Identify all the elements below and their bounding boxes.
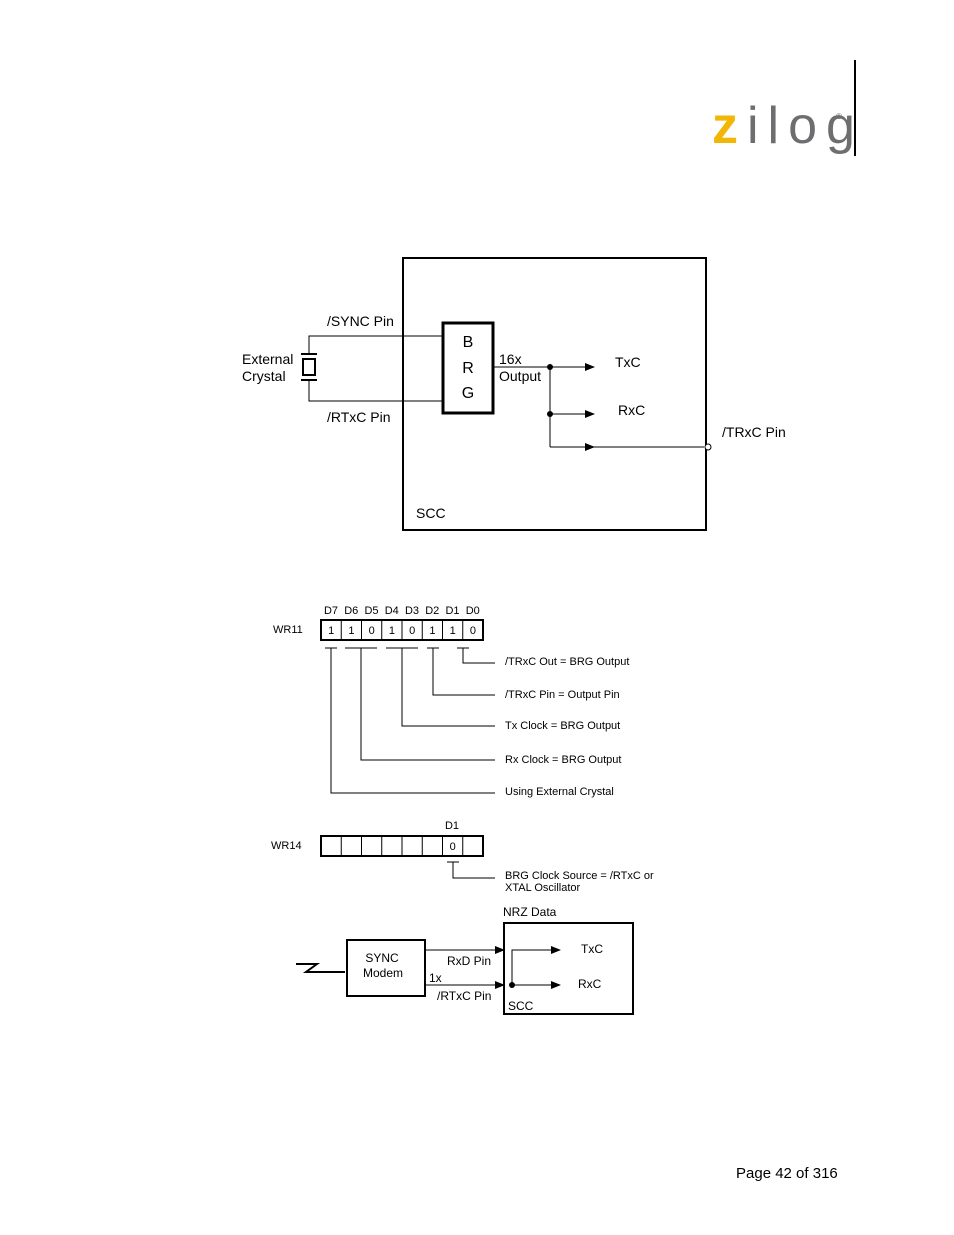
rtxc-pin-label-2: /RTxC Pin bbox=[437, 989, 491, 1003]
sync-pin-label: /SYNC Pin bbox=[327, 313, 394, 329]
scc-box-2 bbox=[503, 922, 634, 1015]
sync-label: SYNC bbox=[365, 951, 399, 965]
wr14-d1-header: D1 bbox=[445, 820, 459, 832]
wr11-bit-header: D7 bbox=[324, 605, 338, 617]
note-trxc-out: /TRxC Out = BRG Output bbox=[505, 656, 629, 668]
wr11-bit-header: D0 bbox=[466, 605, 480, 617]
brg-block bbox=[441, 321, 495, 415]
wr11-leaders bbox=[325, 647, 495, 794]
page-number: Page 42 of 316 bbox=[736, 1165, 838, 1182]
sync-wire bbox=[308, 335, 443, 353]
note-tx-clock: Tx Clock = BRG Output bbox=[505, 720, 620, 732]
output-label: Output bbox=[499, 368, 541, 384]
note-external-crystal: Using External Crystal bbox=[505, 786, 614, 798]
note-rx-clock: Rx Clock = BRG Output bbox=[505, 754, 621, 766]
zilog-logo: zilog bbox=[712, 100, 864, 152]
logo-text: ilog bbox=[747, 97, 864, 155]
rxc-label-2: RxC bbox=[578, 977, 602, 991]
wr11-register: WR11 1 1 0 1 0 1 1 0 D7 D6 D5 D4 D3 D2 D1 D0 /TRxC Out… bbox=[273, 605, 629, 798]
wr11-bit-value: 0 bbox=[369, 625, 375, 637]
logo-z: z bbox=[712, 97, 747, 155]
wr11-bit-value: 1 bbox=[389, 625, 395, 637]
wr11-bit-header: D2 bbox=[425, 605, 439, 617]
brg-b-label: B bbox=[463, 334, 474, 351]
16x-label: 16x bbox=[499, 351, 522, 367]
wr11-headers: D7 D6 D5 D4 D3 D2 D1 D0 bbox=[324, 605, 480, 617]
wr14-note-line1: BRG Clock Source = /RTxC or bbox=[505, 870, 654, 882]
sync-modem-box bbox=[346, 939, 426, 997]
crystal-symbol bbox=[301, 353, 317, 381]
modem-label: Modem bbox=[363, 966, 403, 980]
brg-r-label: R bbox=[462, 360, 474, 377]
scc-label-2: SCC bbox=[508, 999, 534, 1013]
rxd-pin-label: RxD Pin bbox=[447, 954, 491, 968]
trxc-arrow bbox=[585, 443, 595, 451]
trxc-pin-circle bbox=[704, 443, 712, 451]
wr14-note-line2: XTAL Oscillator bbox=[505, 882, 581, 894]
brg-clock-diagram: /SYNC Pin /RTxC Pin External Crystal B R… bbox=[242, 257, 786, 531]
rxc-label: RxC bbox=[618, 402, 645, 418]
external-label: External bbox=[242, 351, 293, 367]
nrz-data-label: NRZ Data bbox=[503, 905, 557, 919]
wr11-bit-header: D5 bbox=[364, 605, 378, 617]
wr14-register: WR14 0 D1 BRG Clock Source = /RTxC or XT… bbox=[271, 820, 654, 894]
rtxc-pin-label: /RTxC Pin bbox=[327, 409, 391, 425]
wr11-bit-value: 1 bbox=[348, 625, 354, 637]
rtxc-wire bbox=[308, 381, 443, 402]
brg-g-label: G bbox=[462, 385, 474, 402]
wr14-cells: 0 bbox=[340, 836, 464, 856]
wr11-bit-value: 1 bbox=[429, 625, 435, 637]
wr11-label: WR11 bbox=[273, 624, 303, 636]
wr11-bit-value: 0 bbox=[409, 625, 415, 637]
wr11-bit-value: 0 bbox=[470, 625, 476, 637]
sync-modem-diagram: NRZ Data SYNC Modem RxD Pin 1x /RTxC Pin… bbox=[296, 905, 634, 1015]
scc-label: SCC bbox=[416, 505, 446, 521]
wr11-bit-header: D1 bbox=[445, 605, 459, 617]
logo-registered-mark: ® bbox=[836, 112, 842, 121]
wr11-bit-value: 1 bbox=[328, 625, 334, 637]
wr14-leader bbox=[452, 862, 495, 879]
wr14-label: WR14 bbox=[271, 840, 302, 852]
wr11-bit-header: D6 bbox=[344, 605, 358, 617]
txc-internal-line bbox=[511, 946, 561, 985]
wr14-bit-value: 0 bbox=[450, 841, 456, 853]
wr11-cells: 1 1 0 1 0 1 1 0 bbox=[328, 620, 476, 640]
trxc-pin-label: /TRxC Pin bbox=[722, 424, 786, 440]
scc-outer-box bbox=[402, 257, 707, 531]
1x-label: 1x bbox=[429, 971, 442, 985]
txc-label-2: TxC bbox=[581, 942, 603, 956]
wr11-bit-value: 1 bbox=[450, 625, 456, 637]
note-trxc-pin: /TRxC Pin = Output Pin bbox=[505, 689, 620, 701]
wr11-bit-header: D3 bbox=[405, 605, 419, 617]
header-rule bbox=[854, 60, 856, 156]
lightning-symbol bbox=[296, 963, 345, 973]
crystal-label: Crystal bbox=[242, 368, 286, 384]
wr11-bit-header: D4 bbox=[385, 605, 399, 617]
txc-label: TxC bbox=[615, 354, 641, 370]
